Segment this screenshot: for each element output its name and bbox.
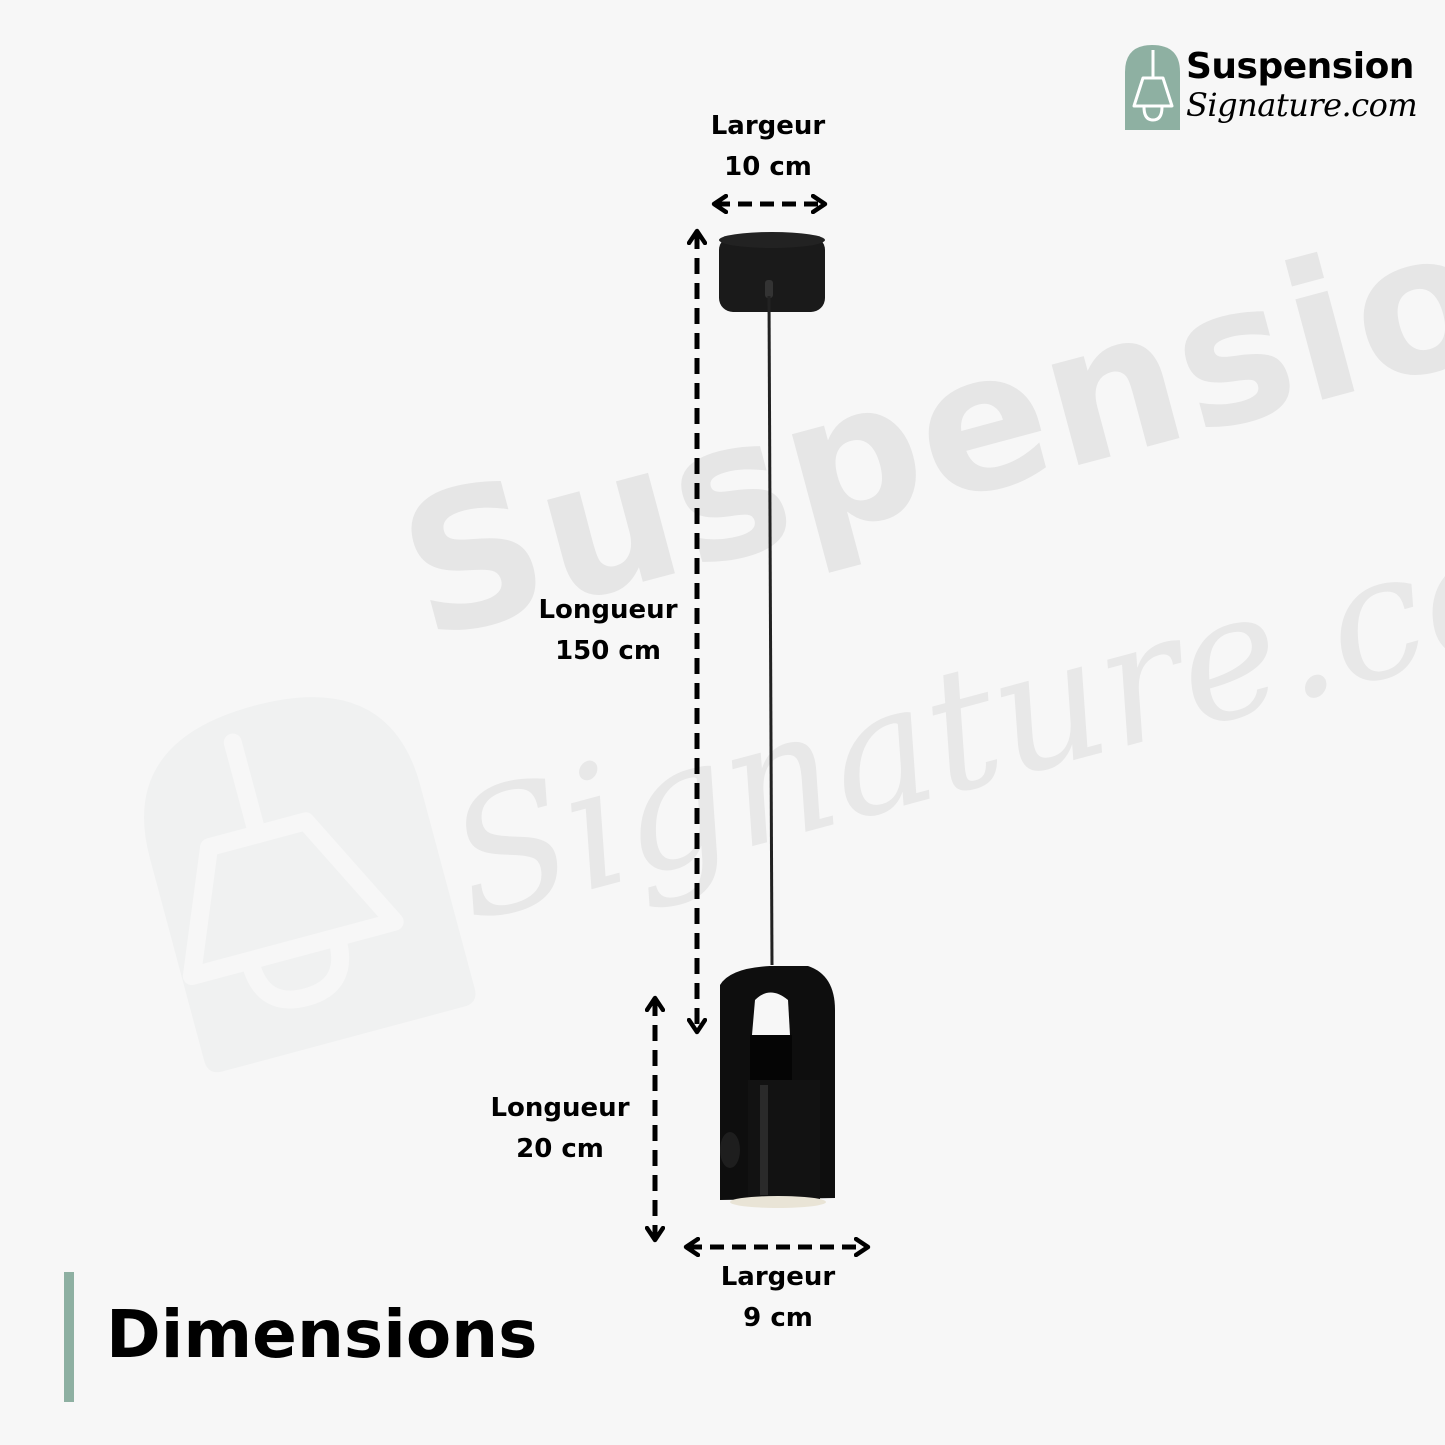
- ceiling-width-name: Largeur: [710, 111, 826, 141]
- suspension-cable: [767, 295, 774, 966]
- shade-length-label: Longueur 20 cm: [480, 1088, 640, 1170]
- cable-length-label: Longueur 150 cm: [528, 590, 688, 672]
- brand-domain: Signature.com: [1186, 86, 1418, 124]
- shade-length-value: 20 cm: [516, 1134, 604, 1164]
- lamp-logo-icon: [1125, 45, 1180, 130]
- page-title: Dimensions: [106, 1296, 538, 1373]
- title-accent-bar: [64, 1272, 74, 1402]
- ceiling-canopy: [719, 232, 825, 312]
- shade-length-name: Longueur: [490, 1093, 630, 1123]
- brand-logo[interactable]: Suspension Signature.com: [1124, 44, 1418, 136]
- ceiling-width-value: 10 cm: [724, 152, 812, 182]
- shade-width-value: 9 cm: [743, 1303, 813, 1333]
- cable-length-name: Longueur: [538, 595, 678, 625]
- shade-width-label: Largeur 9 cm: [698, 1257, 858, 1339]
- lamp-shade: [720, 966, 835, 1208]
- ceiling-width-label: Largeur 10 cm: [698, 106, 838, 188]
- cable-length-value: 150 cm: [555, 636, 661, 666]
- shade-width-name: Largeur: [720, 1262, 836, 1292]
- brand-name: Suspension: [1186, 46, 1414, 87]
